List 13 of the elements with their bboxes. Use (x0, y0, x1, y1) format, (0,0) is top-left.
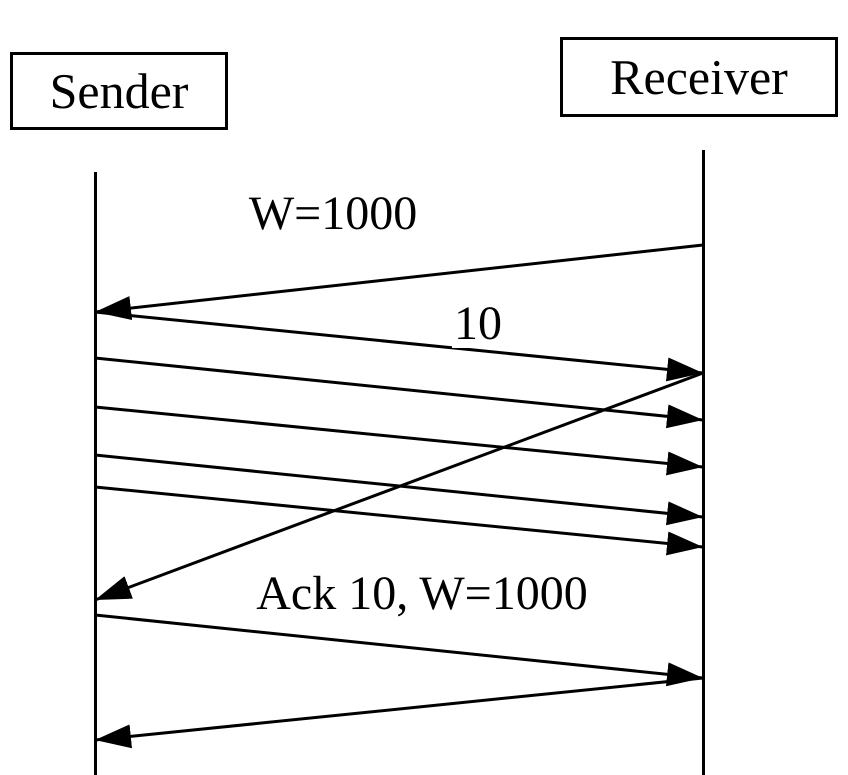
participant-box: Sender (10, 52, 228, 130)
message-arrow (94, 614, 704, 686)
participant-box: Receiver (560, 37, 838, 117)
message-arrow (94, 454, 704, 526)
message-arrow (94, 486, 704, 556)
message-arrow (94, 676, 704, 748)
message-arrow (94, 244, 704, 320)
message-arrow (94, 356, 704, 428)
message-arrow (94, 406, 704, 476)
lifeline (94, 172, 96, 775)
message-arrow (94, 310, 704, 382)
lifeline (702, 150, 704, 775)
message-arrow (94, 372, 704, 602)
